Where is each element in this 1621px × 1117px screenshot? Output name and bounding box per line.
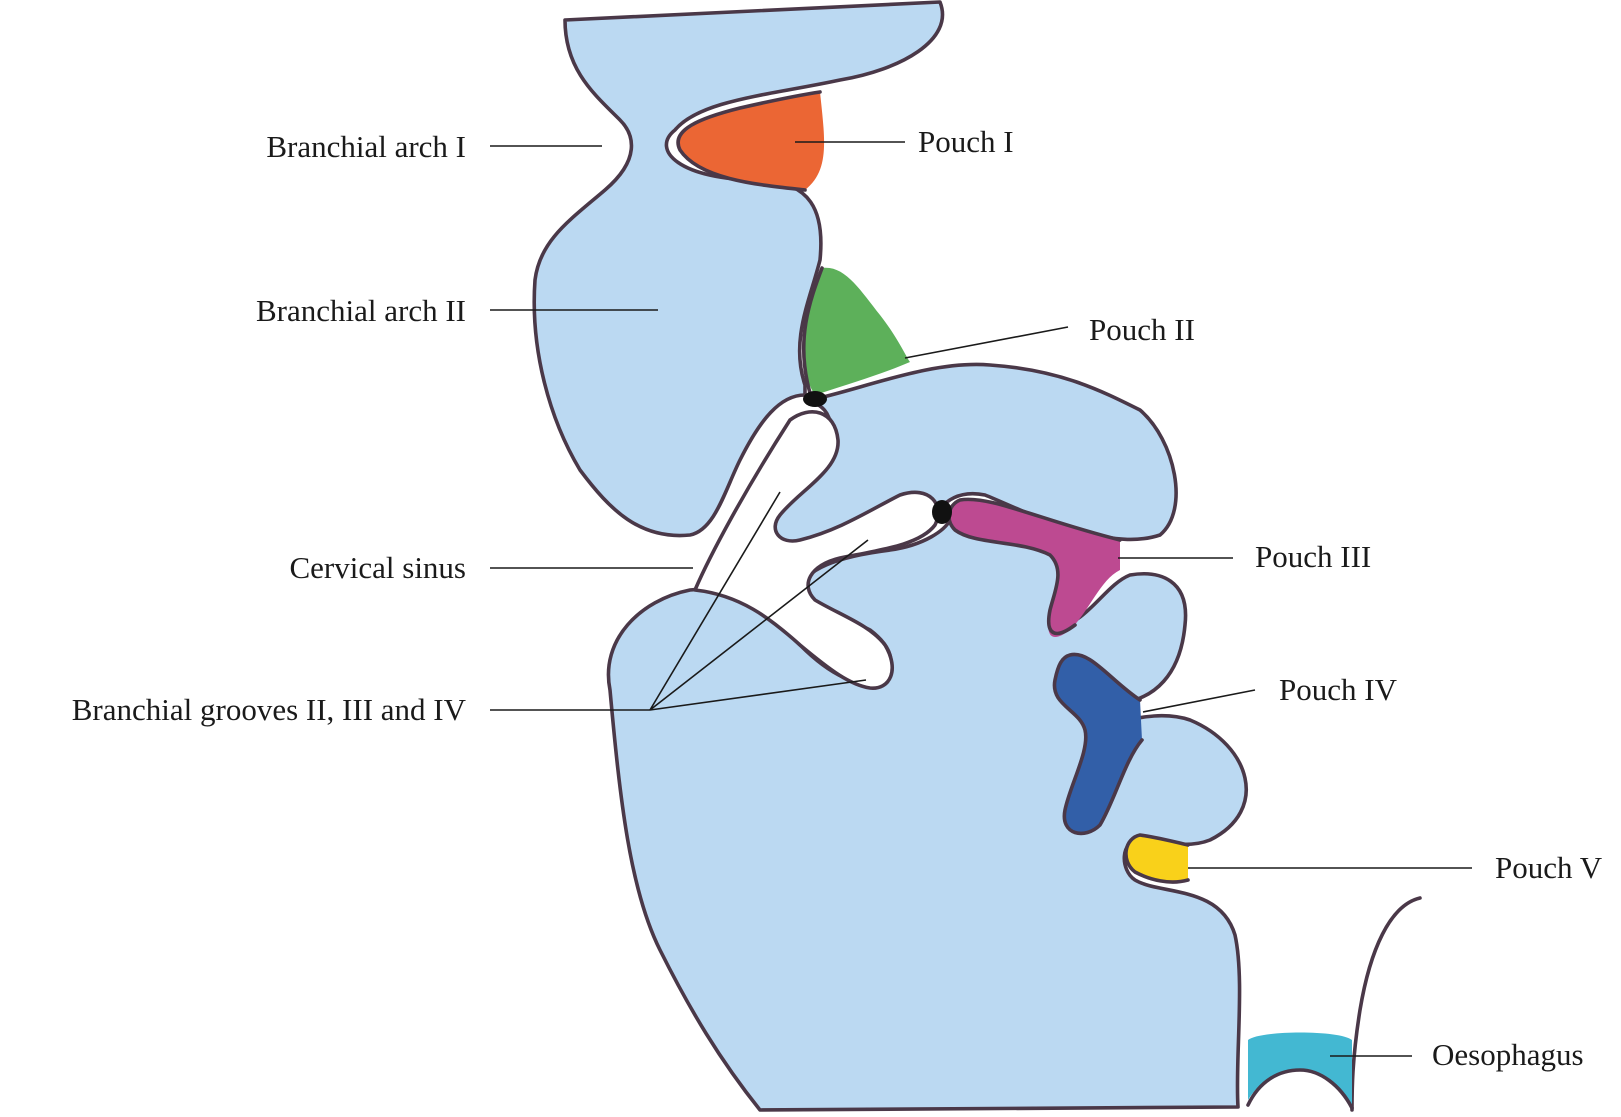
label-pouch-4: Pouch IV [1279, 672, 1398, 707]
leader-pouch-4 [1142, 689, 1256, 713]
label-pouch-3: Pouch III [1255, 539, 1371, 574]
tissue-lower [606, 518, 1248, 1112]
pouch-3-shape [948, 499, 1120, 638]
label-oesophagus: Oesophagus [1432, 1037, 1584, 1072]
pouch-5-outline [1124, 833, 1190, 884]
label-pouch-2: Pouch II [1089, 312, 1195, 347]
label-pouch-5: Pouch V [1495, 850, 1603, 885]
leader-groove-4 [649, 679, 867, 711]
pouch-2-outline [801, 266, 824, 395]
label-cervical-sinus: Cervical sinus [290, 550, 467, 585]
pouch-3-outline [947, 497, 1122, 636]
leader-pouch-2 [904, 326, 1069, 359]
tissue-upper [532, 0, 945, 538]
pouch-2-shape [803, 267, 910, 395]
pouch-5-shape [1125, 835, 1188, 883]
label-grooves: Branchial grooves II, III and IV [72, 692, 467, 727]
label-arch-2: Branchial arch II [256, 293, 466, 328]
closing-membrane-2 [803, 391, 827, 407]
pouch-4-shape [1054, 654, 1142, 834]
label-arch-1: Branchial arch I [266, 129, 466, 164]
oesophagus-floor-outline [1246, 1068, 1354, 1110]
leader-groove-2 [649, 491, 781, 711]
closing-membrane-3 [932, 500, 952, 524]
oesophagus-wall-right [1350, 896, 1422, 1112]
leader-groove-3 [649, 539, 869, 711]
label-pouch-1: Pouch I [918, 124, 1014, 159]
pouch-4-outline [1052, 652, 1144, 836]
pouch-1-outline [676, 90, 822, 192]
cervical-sinus-cavity [693, 410, 940, 690]
